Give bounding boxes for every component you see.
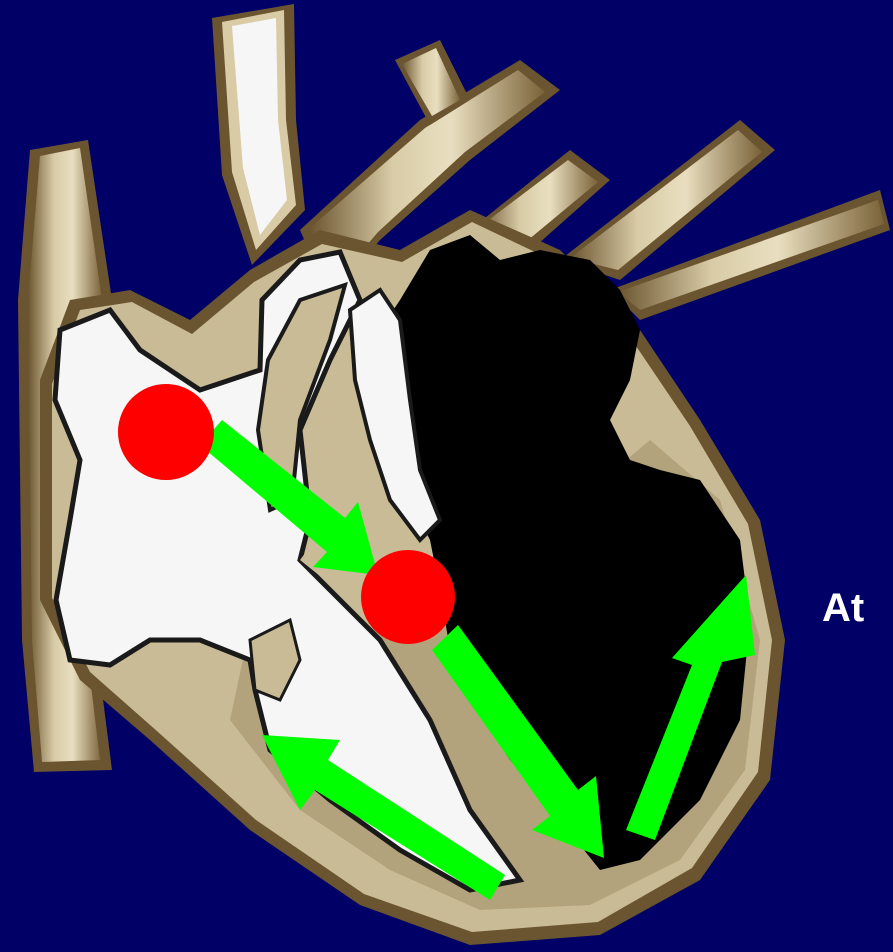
side-label: At [822, 586, 864, 631]
av-node [361, 550, 455, 644]
sa-node [118, 384, 214, 480]
